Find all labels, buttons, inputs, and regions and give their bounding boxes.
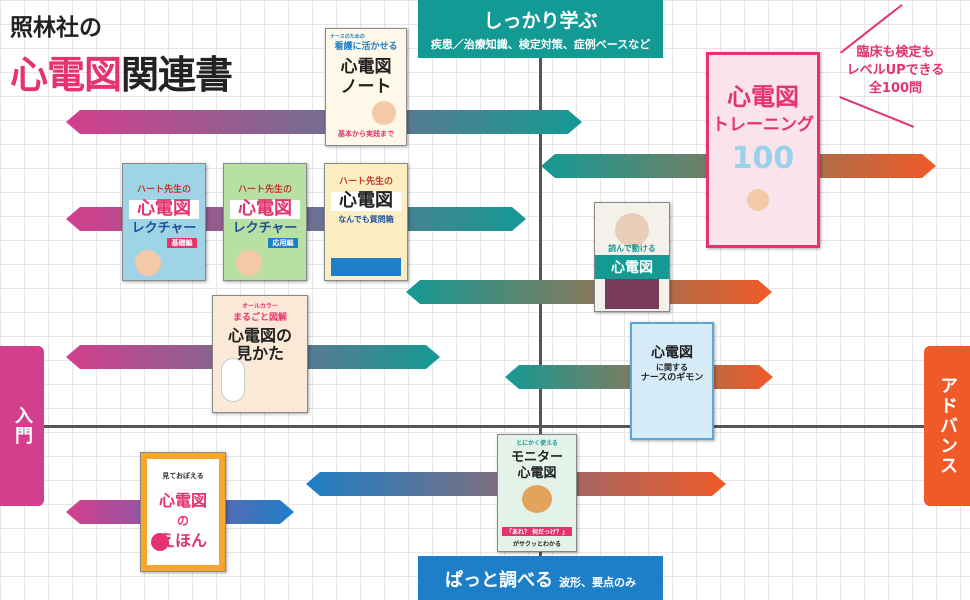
book-yonde-title1: 読んで動ける (608, 244, 656, 253)
horizontal-axis (0, 425, 970, 428)
book-lecture-oyo-title2: 心電図 (230, 199, 300, 219)
book-lecture-oyo-title3: レクチャー (232, 221, 298, 236)
book-ehon-title1: 見ておぼえる (162, 472, 204, 480)
book-marugoto-illustration (221, 358, 245, 402)
book-lecture-oyo-illustration (236, 250, 262, 276)
book-yonde[interactable]: 読んで動ける 心電図 (594, 202, 670, 312)
book-monitor-title4: 「あれ？ 何だっけ？」 (502, 527, 572, 536)
book-training-title3: 100 (731, 141, 795, 176)
callout-line-1: 臨床も検定も (856, 45, 935, 60)
book-monitor-title5: がサクッとわかる (512, 541, 561, 548)
book-marugoto-title2: まるごと図解 (232, 313, 287, 323)
book-lecture-kiso-illustration (135, 250, 161, 276)
book-ehon-title4: えほん (158, 531, 207, 550)
axis-label-bottom-sub: 波形、要点のみ (559, 576, 636, 589)
book-lecture-oyo-badge: 応用編 (268, 238, 298, 248)
book-lecture-oyo[interactable]: ハート先生の 心電図 レクチャー 応用編 (223, 163, 307, 281)
book-monitor-title2: モニター (510, 450, 563, 465)
book-lecture-kiso[interactable]: ハート先生の 心電図 レクチャー 基礎編 (122, 163, 206, 281)
book-yonde-body (605, 279, 659, 309)
book-monitor-title1: とにかく使える (516, 440, 558, 447)
book-lecture-kiso-title1: ハート先生の (136, 185, 191, 195)
book-nandemo-band (331, 258, 401, 276)
book-monitor-title3: 心電図 (517, 466, 557, 481)
book-nandemo-title3: なんでも質問箱 (338, 215, 394, 224)
axis-label-top-main: しっかり学ぶ (483, 10, 598, 32)
axis-label-right: アドバンス (924, 346, 970, 506)
range-arrow-yonde (406, 280, 772, 304)
book-marugoto-title4: 見かた (235, 344, 284, 363)
book-yonde-title2: 心電図 (595, 255, 669, 279)
book-monitor-illustration (522, 485, 552, 513)
book-kango-note-title2: 心電図 (340, 57, 392, 77)
book-monitor[interactable]: とにかく使える モニター 心電図 「あれ？ 何だっけ？」 がサクッとわかる (497, 434, 577, 552)
book-kango-note-title3: ノート (340, 77, 392, 97)
book-ehon-title2: 心電図 (158, 491, 207, 510)
book-nandemo-title1: ハート先生の (338, 177, 393, 187)
book-ehon-illustration (151, 533, 169, 551)
book-gimon-title3: ナースのギモン (640, 373, 704, 383)
book-kango-note-illustration (372, 101, 396, 125)
axis-label-top-sub: 疾患／治療知識、検定対策、症例ベースなど (430, 38, 651, 51)
book-lecture-oyo-title1: ハート先生の (237, 185, 292, 195)
book-training-title2: トレーニング (712, 115, 814, 135)
book-kango-note-tag: ナースのための (330, 34, 365, 40)
page-title: 照林社の 心電図関連書 (10, 8, 233, 99)
book-gimon-title1: 心電図 (651, 345, 693, 361)
callout-line-3: 全100問 (868, 81, 923, 96)
book-marugoto-title1: オールカラー (242, 303, 278, 310)
title-heading: 心電図関連書 (10, 44, 233, 99)
training-callout: 臨床も検定も レベルUPできる 全100問 (828, 44, 963, 98)
book-gimon-title2: に関する (656, 363, 688, 372)
book-training-100[interactable]: 心電図 トレーニング 100 (706, 52, 820, 248)
axis-label-bottom-main: ぱっと調べる (445, 570, 553, 591)
book-ehon-title3: の (176, 514, 189, 528)
callout-pointer-bottom (839, 96, 915, 128)
book-training-illustration (747, 189, 769, 211)
callout-line-2: レベルUPできる (846, 63, 945, 78)
book-marugoto-title3: 心電図の (227, 326, 292, 345)
book-marugoto[interactable]: オールカラー まるごと図解 心電図の 見かた (212, 295, 308, 413)
book-nandemo[interactable]: ハート先生の 心電図 なんでも質問箱 (324, 163, 408, 281)
book-nandemo-title2: 心電図 (331, 191, 401, 211)
axis-label-bottom: ぱっと調べる波形、要点のみ (418, 556, 663, 600)
book-training-title1: 心電図 (727, 83, 799, 111)
range-arrow-kango-note (66, 110, 582, 134)
book-lecture-kiso-badge: 基礎編 (167, 238, 197, 248)
axis-label-left: 入門 (0, 346, 44, 506)
book-yonde-illustration (615, 213, 649, 247)
title-accent: 心電図 (10, 53, 122, 97)
book-lecture-kiso-title2: 心電図 (129, 199, 199, 219)
axis-label-top: しっかり学ぶ 疾患／治療知識、検定対策、症例ベースなど (418, 0, 663, 58)
book-lecture-kiso-title3: レクチャー (131, 221, 197, 236)
book-kango-note[interactable]: ナースのための 看護に活かせる 心電図 ノート 基本から実践まで (325, 28, 407, 146)
publisher-name: 照林社の (10, 15, 102, 41)
book-gimon[interactable]: 心電図 に関する ナースのギモン (630, 322, 714, 440)
book-ehon[interactable]: 見ておぼえる 心電図 の えほん (140, 452, 226, 572)
title-rest: 関連書 (121, 53, 233, 97)
book-kango-note-title1: 看護に活かせる (334, 42, 398, 52)
book-kango-note-sub: 基本から実践まで (338, 130, 394, 138)
